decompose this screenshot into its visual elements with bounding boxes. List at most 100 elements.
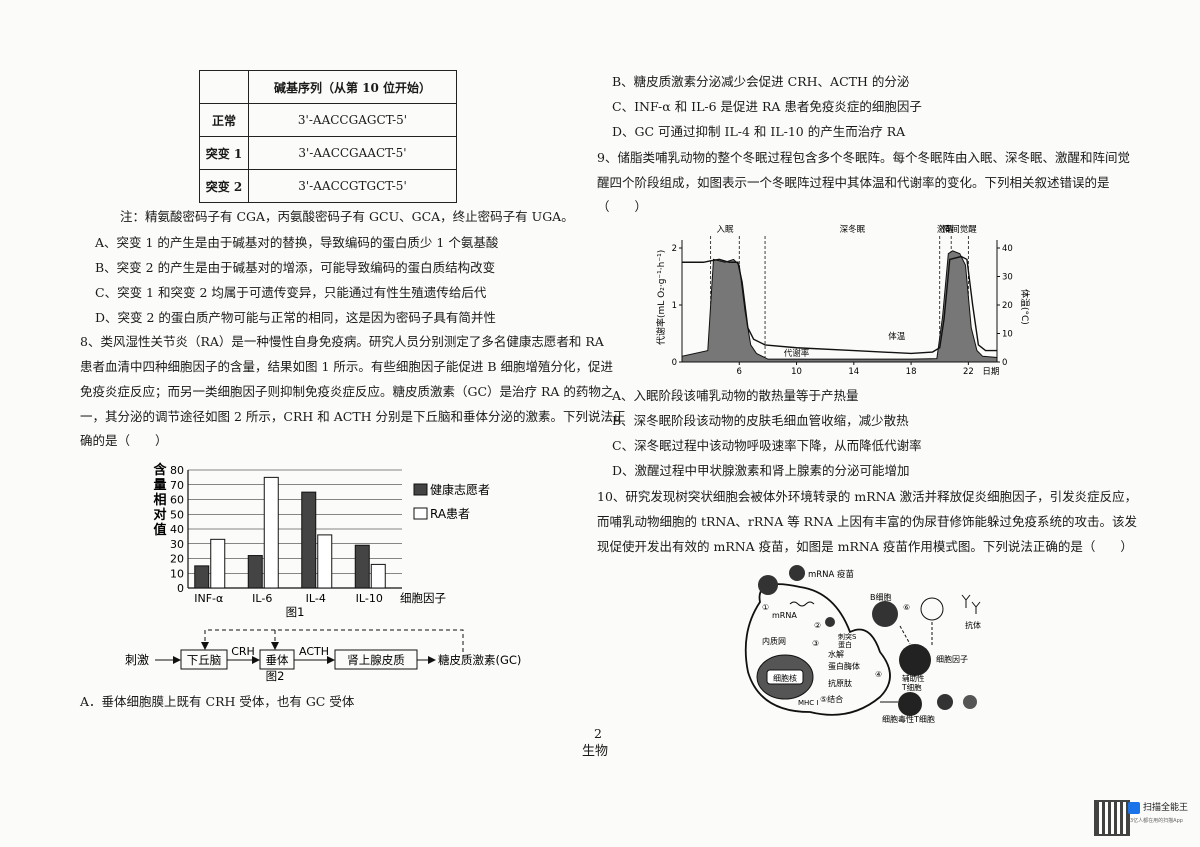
feedback-line-hypothalamus xyxy=(201,629,464,659)
row-seq: 3'-AACCGAACT-5' xyxy=(248,136,457,170)
x-tick-label: IL-10 xyxy=(356,592,383,605)
helper-t-label-1: 辅助性 xyxy=(902,673,925,683)
qr-code-icon xyxy=(1094,800,1130,836)
row-seq: 3'-AACCGAGCT-5' xyxy=(248,103,457,137)
right-tick-label: 0 xyxy=(1002,358,1007,368)
table-row: 突变 2 3'-AACCGTGCT-5' xyxy=(199,169,457,203)
x-tick-label: 10 xyxy=(791,367,802,377)
page-number: 2 xyxy=(594,726,602,741)
lysed-cell-icon xyxy=(963,695,977,709)
cytokine-label: 细胞因子 xyxy=(936,654,968,664)
q8-option-c: C、INF-α 和 IL-6 是促进 RA 患者免疫炎症的细胞因子 xyxy=(612,99,922,114)
metabolic-rate-series: 代谢率 xyxy=(681,250,998,363)
y-label-char: 量 xyxy=(153,478,166,493)
acth-label: ACTH xyxy=(299,645,329,658)
table-row: 正常 3'-AACCGAGCT-5' xyxy=(199,103,457,137)
nucleus-label: 细胞核 xyxy=(773,673,797,683)
x-tick-label: 14 xyxy=(848,367,859,377)
q7-note: 注：精氨酸密码子有 CGA，丙氨酸密码子有 GCU、GCA，终止密码子有 UGA… xyxy=(120,209,574,224)
metabolic-rate-label: 代谢率 xyxy=(784,348,810,359)
row-label: 突变 1 xyxy=(199,136,249,170)
legend-swatch xyxy=(413,483,428,496)
mhc-label: MHC I xyxy=(798,699,818,707)
scanner-tagline: 3亿人都在用的扫描App xyxy=(1130,818,1183,824)
q10-line-1: 10、研究发现树突状细胞会被体外环境转录的 mRNA 激活并释放促炎细胞因子，引… xyxy=(597,489,1138,504)
left-tick-label: 1 xyxy=(672,301,677,311)
right-tick-label: 40 xyxy=(1002,244,1013,254)
metabolic-rate-line xyxy=(681,250,998,363)
body-temperature-series: 体温 xyxy=(682,255,997,355)
x-axis-label: 日期 xyxy=(982,367,999,377)
x-tick-label: INF-α xyxy=(194,592,223,605)
q10-line-3: 现促使开发出有效的 mRNA 疫苗，如图是 mRNA 疫苗作用模式图。下列说法正… xyxy=(597,539,1133,554)
crh-label: CRH xyxy=(231,645,255,658)
stage-label: 激醒 xyxy=(937,224,955,235)
q7-option-b: B、突变 2 的产生是由于碱基对的增添，可能导致编码的蛋白质结构改变 xyxy=(95,260,496,275)
legend-label: RA患者 xyxy=(430,507,470,521)
vaccine-label: mRNA 疫苗 xyxy=(808,569,855,580)
x-tick-label: 6 xyxy=(737,367,742,377)
mrna-strand xyxy=(789,601,815,607)
bar xyxy=(370,563,386,589)
body-temperature-label: 体温 xyxy=(888,331,906,342)
y-label-char: 对 xyxy=(153,507,166,523)
figure1-bars xyxy=(194,476,386,589)
antigen-peptide-label: 抗原肽 xyxy=(828,678,852,688)
q8-line-1: 8、类风湿性关节炎（RA）是一种慢性自身免疫病。研究人员分别测定了多名健康志愿者… xyxy=(80,334,604,349)
q9-option-d: D、激醒过程中甲状腺激素和肾上腺素的分泌可能增加 xyxy=(612,463,910,478)
figure1-caption: 图1 xyxy=(286,605,305,619)
bar xyxy=(354,544,370,589)
right-tick-label: 30 xyxy=(1002,273,1013,283)
mrna-vaccine-diagram: mRNA 疫苗 ① mRNA ② 刺突S 蛋白 内质网 细胞核 水解 蛋白酶体 … xyxy=(744,565,981,724)
y-tick-label: 60 xyxy=(170,494,184,507)
right-tick-label: 20 xyxy=(1002,301,1013,311)
hydrolysis-label: 水解 xyxy=(828,649,844,659)
stage-label: 深冬眠 xyxy=(840,224,866,235)
q8-line-2: 患者血清中四种细胞因子的含量，结果如图 1 所示。有些细胞因子能促进 B 细胞增… xyxy=(80,359,614,374)
table-header: 碱基序列（从第 10 位开始） xyxy=(248,70,457,104)
bar xyxy=(263,476,279,589)
mrna-label: mRNA xyxy=(772,611,797,620)
er-label: 内质网 xyxy=(762,636,786,646)
figure2-caption: 图2 xyxy=(266,669,285,683)
target-cell-icon xyxy=(937,694,953,710)
step-6: ⑥ xyxy=(903,603,910,612)
right-tick-label: 10 xyxy=(1002,330,1013,340)
figure2-flow-diagram: 刺激 下丘脑 CRH 垂体 ACTH 肾上腺皮质 糖皮质激素(GC) 图2 xyxy=(125,629,521,683)
dendritic-cell xyxy=(744,583,891,716)
scanner-logo-icon xyxy=(1128,802,1140,814)
y-label-char: 值 xyxy=(153,522,166,538)
y-label-char: 相 xyxy=(153,492,166,508)
y-tick-label: 10 xyxy=(170,567,184,580)
step-3: ③ xyxy=(812,639,819,648)
q9-line-3: （ ） xyxy=(597,199,648,214)
bar xyxy=(194,565,210,589)
y-tick-label: 20 xyxy=(170,553,184,566)
left-axis-label: 代谢率(mL O₂·g⁻¹·h⁻¹) xyxy=(655,250,667,345)
x-axis-label: 细胞因子 xyxy=(400,591,446,605)
ctl-label: 细胞毒性T细胞 xyxy=(882,714,935,724)
q7-option-a: A、突变 1 的产生是由于碱基对的替换，导致编码的蛋白质少 1 个氨基酸 xyxy=(95,235,499,250)
x-tick-label: IL-6 xyxy=(252,592,272,605)
q10-line-2: 而哺乳动物细胞的 tRNA、rRNA 等 RNA 上因有丰富的伪尿苷修饰能躲过免… xyxy=(597,514,1138,529)
subject-label: 生物 xyxy=(582,744,609,759)
row-seq: 3'-AACCGTGCT-5' xyxy=(248,169,457,203)
q8-line-4: 一，其分泌的调节途径如图 2 所示，CRH 和 ACTH 分别是下丘脑和垂体分泌… xyxy=(80,409,626,424)
q9-line-2: 醒四个阶段组成，如图表示一个冬眠阵过程中其体温和代谢率的变化。下列相关叙述错误的… xyxy=(597,175,1110,190)
y-tick-label: 40 xyxy=(170,523,184,536)
cytotoxic-t-cell-icon xyxy=(898,692,922,716)
antibody-label: 抗体 xyxy=(965,620,981,630)
q9-line-1: 9、储脂类哺乳动物的整个冬眠过程包含多个冬眠阵。每个冬眠阵由入眠、深冬眠、激醒和… xyxy=(597,150,1130,165)
q8-line-5: 确的是（ ） xyxy=(80,433,168,448)
q8-option-b: B、糖皮质激素分泌减少会促进 CRH、ACTH 的分泌 xyxy=(612,74,910,89)
row-label: 突变 2 xyxy=(199,169,249,203)
y-tick-label: 70 xyxy=(170,479,184,492)
bar xyxy=(317,534,333,589)
q9-option-b: B、深冬眠阶段该动物的皮肤毛细血管收缩，减少散热 xyxy=(612,413,909,428)
bar xyxy=(210,538,226,589)
y-tick-label: 50 xyxy=(170,508,184,521)
